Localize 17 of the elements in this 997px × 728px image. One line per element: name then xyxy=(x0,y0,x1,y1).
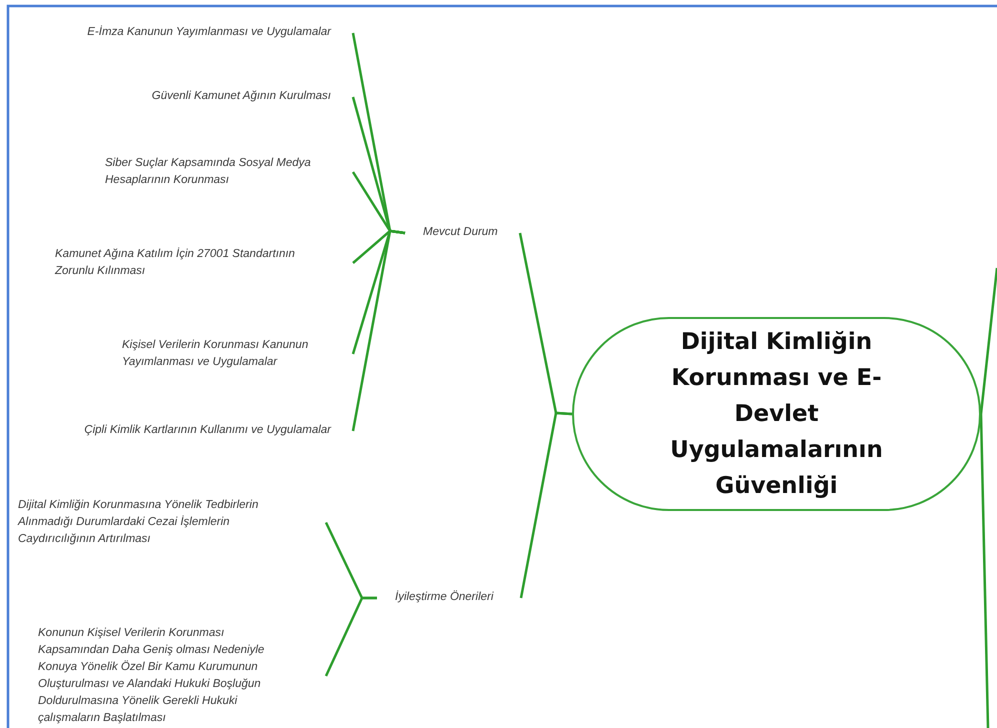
topic-label: Mevcut Durum xyxy=(423,226,498,238)
topic-label: Güvenli Kamunet Ağının Kurulması xyxy=(152,90,331,102)
topic-label: İyileştirme Önerileri xyxy=(395,591,494,603)
topic-label: Dijital Kimliğin Korunmasına Yönelik Tedbirlerin Alınmadığı Durumlardaki Cezai İşlemlerin Caydırıcılığının Artırılması xyxy=(18,499,258,545)
branch-line xyxy=(352,230,406,432)
topic-label: Kişisel Verilerin Korunması Kanunun Yayımlanması ve Uygulamalar xyxy=(122,339,308,368)
branch-line xyxy=(520,412,572,598)
branch-line xyxy=(980,414,990,728)
branch-line xyxy=(324,596,377,677)
topic-label: Konunun Kişisel Verilerin Korunması Kapsamından Daha Geniş olması Nedeniyle Konuya Yönelik Özel Bir Kamu Kurumunun Oluşturulması ve Alandaki Hukuki Boşluğun Doldurulmasına Yönelik Gerekli Hukuki çalışmaların Başlatılması xyxy=(38,627,264,724)
topic-label: Siber Suçlar Kapsamında Sosyal Medya Hesaplarının Korunması xyxy=(105,157,311,186)
topic-label: E-İmza Kanunun Yayımlanması ve Uygulamalar xyxy=(87,26,331,38)
topic-label: Çipli Kimlik Kartlarının Kullanımı ve Uygulamalar xyxy=(84,424,331,436)
branch-line xyxy=(980,268,997,414)
central-topic-title: Dijital Kimliğin Korunması ve E-Devlet Uygulamalarının Güvenliği xyxy=(669,328,884,501)
central-topic-bubble xyxy=(572,317,981,511)
topic-label: Kamunet Ağına Katılım İçin 27001 Standartının Zorunlu Kılınması xyxy=(55,248,295,277)
